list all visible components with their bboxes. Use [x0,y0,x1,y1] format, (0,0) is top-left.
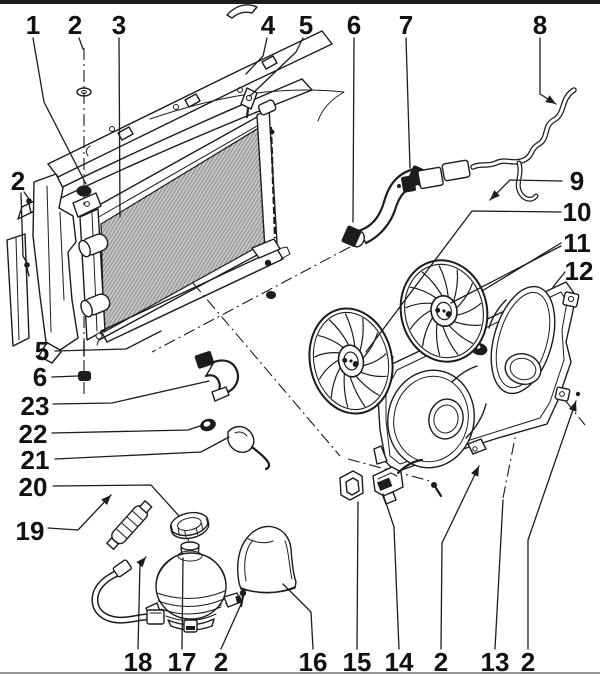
upper-radiator-hose [341,165,427,248]
callout-label-2a: 2 [68,10,82,40]
air-deflector-panels [6,173,79,364]
callout-leader-12 [552,271,566,288]
callout-label-1: 1 [26,10,40,40]
callout-label-4: 4 [261,10,276,40]
callout-leader-3 [118,37,121,218]
radiator [72,87,291,381]
lock-carrier-crossmember [17,4,345,220]
callout-label-12: 12 [565,256,594,286]
callout-label-2d: 2 [434,647,448,675]
callout-label-3: 3 [112,10,126,40]
callout-label-19: 19 [16,516,45,546]
callout-arrow-2d [471,466,479,477]
callout-label-7: 7 [399,10,413,40]
callout-leader-10 [365,210,562,353]
callout-leader-2a [78,37,84,50]
callout-label-6b: 6 [33,362,47,392]
callout-label-2c: 2 [214,647,228,675]
callout-label-5a: 5 [299,10,313,40]
callout-label-14: 14 [385,647,414,675]
expansion-tank [145,541,242,633]
callout-label-2b: 2 [11,166,25,196]
reservoir-cover [237,525,297,594]
upper-mount-bracket-left [72,192,102,218]
callout-label-23: 23 [21,391,50,421]
callout-leader-16 [282,583,314,650]
callout-label-10: 10 [563,197,592,227]
callout-leader-1 [32,37,87,185]
vent-hose [397,87,577,202]
callout-leader-20 [52,484,180,517]
callout-leader-5a [249,37,304,97]
thermo-switch [227,425,255,453]
callout-leader-2e [527,400,577,650]
callout-arrow-2e [568,401,577,412]
callout-leader-19 [47,494,112,531]
callout-leader-11 [450,245,562,304]
bleed-valve [106,500,153,550]
lower-mount-bracket-right [251,238,281,259]
callout-label-8: 8 [533,10,547,40]
callout-label-9: 9 [570,166,584,196]
callout-arrow-9 [490,190,500,200]
retaining-clip [339,470,364,501]
cooling-fans [308,259,489,415]
callout-leader-2b [23,191,30,200]
callout-arrow-8 [545,95,556,104]
hose-stub-lower [80,293,111,318]
thermo-switch-group [194,351,271,471]
callout-label-18: 18 [124,647,153,675]
callout-label-6a: 6 [347,10,361,40]
callout-leader-17 [181,557,184,650]
callout-leader-15 [356,501,359,650]
callout-leader-23 [52,380,210,405]
callout-label-16: 16 [299,647,328,675]
shroud-screws [431,391,581,498]
hose-clamp-lower [341,225,362,247]
callout-label-11: 11 [563,228,591,258]
callout-label-15: 15 [343,647,372,675]
fan-connector [372,458,424,505]
callout-label-2e: 2 [521,647,535,675]
callout-leader-18 [137,556,147,650]
callout-label-20: 20 [19,472,48,502]
callout-label-22: 22 [19,419,48,449]
callout-label-5b: 5 [35,336,49,366]
callout-leader-2b [20,192,28,264]
callout-leader-8 [539,37,557,105]
callout-arrow-18 [136,557,146,568]
callout-leader-7 [405,37,411,169]
callout-arrow-19 [101,495,111,506]
callout-leader-21 [54,436,230,460]
callout-label-13: 13 [481,647,510,675]
callout-leader-2c [220,601,243,650]
callout-leader-6b [51,375,79,378]
elbow-clamp [194,351,215,369]
callout-leader-14 [382,493,400,650]
hose-stub-upper [78,233,109,258]
callout-label-21: 21 [21,445,50,475]
reservoir-hose [91,559,165,625]
callout-leader-4 [245,37,268,75]
left-cooling-fan [308,307,394,415]
expansion-tank-cap [169,511,210,540]
callout-leader-6a [352,37,355,223]
callout-leader-2d [440,465,480,650]
callout-leader-13 [494,499,504,650]
callout-leader-5b [54,330,162,352]
filler-knob [257,99,277,116]
callout-leader-22 [51,424,204,434]
callout-label-17: 17 [168,647,197,675]
right-cooling-fan [399,259,489,363]
